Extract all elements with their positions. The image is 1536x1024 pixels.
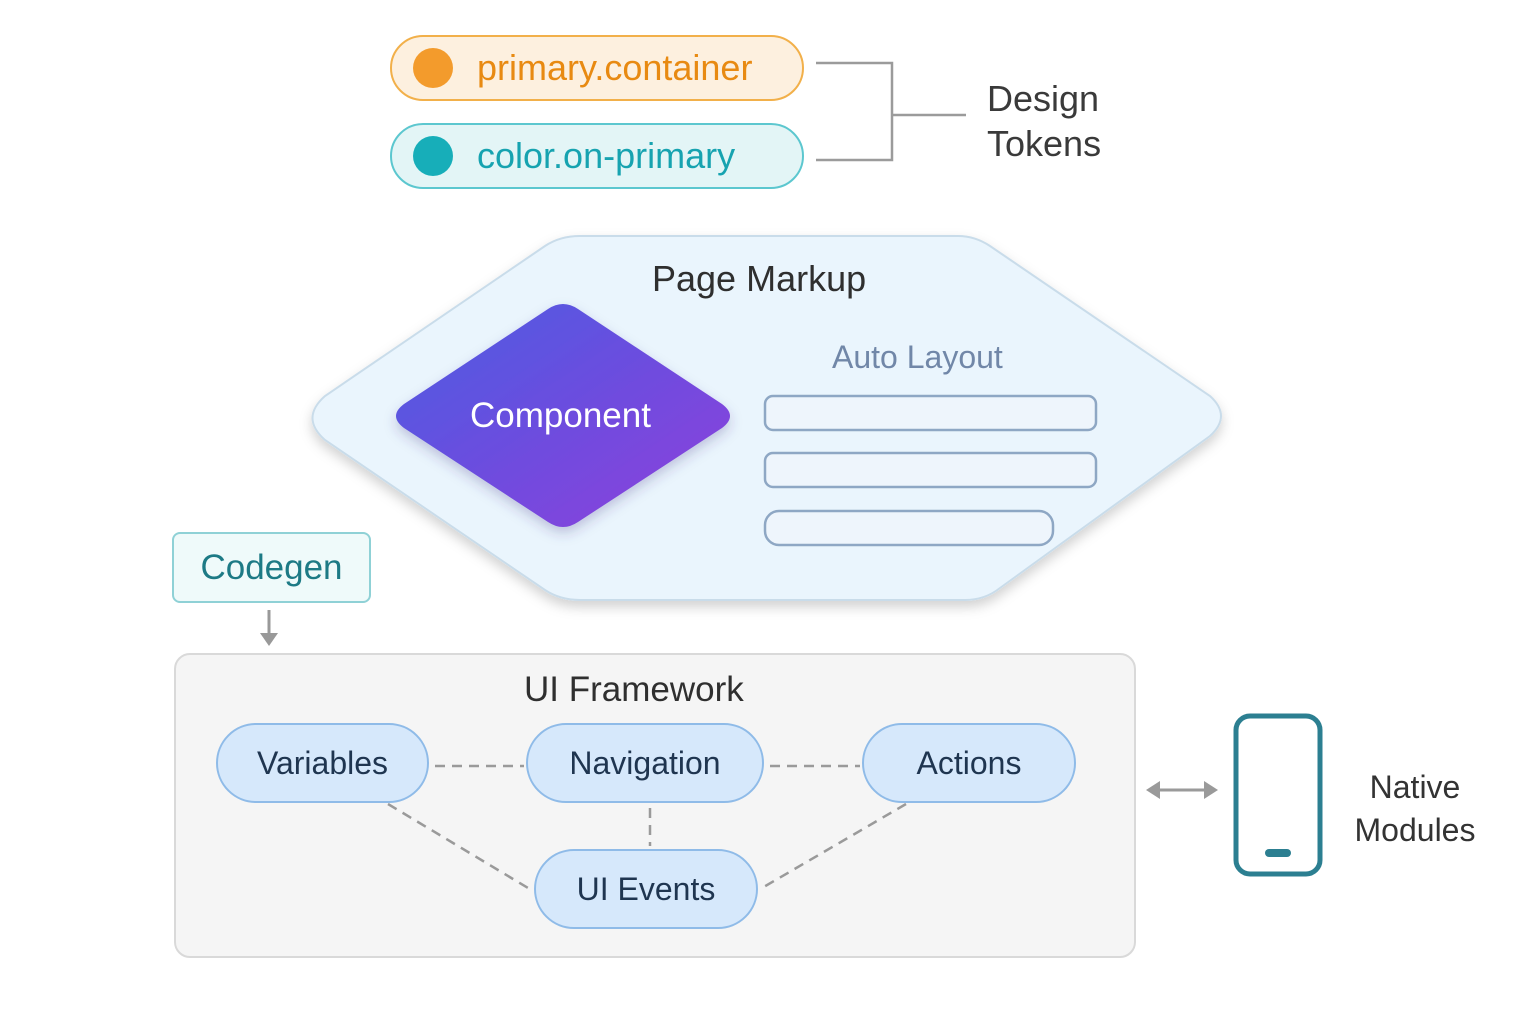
auto-layout-label: Auto Layout [832, 339, 1003, 375]
page-markup-title: Page Markup [652, 258, 867, 299]
connector-variables-events [387, 802, 529, 890]
component-diamond [396, 304, 730, 527]
ui-framework-title: UI Framework [524, 670, 744, 709]
design-tokens-label-line1: Design [987, 78, 1100, 119]
token-label: color.on-primary [477, 135, 736, 176]
variables-node[interactable]: Variables [216, 723, 429, 803]
token-bracket [816, 61, 966, 162]
orange-dot-icon [413, 48, 453, 88]
actions-node[interactable]: Actions [862, 723, 1076, 803]
auto-layout-bar [763, 509, 1055, 547]
codegen-label: Codegen [200, 547, 343, 587]
token-pill-color-on-primary[interactable]: color.on-primary [390, 123, 804, 189]
navigation-label: Navigation [569, 744, 721, 781]
codegen-arrow [260, 610, 278, 646]
component-label[interactable]: Component [470, 396, 651, 435]
variables-label: Variables [256, 744, 389, 781]
native-modules-label-line2: Modules [1354, 812, 1476, 848]
auto-layout-bar [763, 394, 1098, 432]
teal-dot-icon [413, 136, 453, 176]
token-label: primary.container [477, 47, 753, 88]
token-pill-primary-container[interactable]: primary.container [390, 35, 804, 101]
connector-actions-events [761, 802, 907, 890]
design-tokens-label-line2: Tokens [987, 123, 1102, 164]
actions-label: Actions [916, 744, 1022, 781]
ui-events-label: UI Events [576, 870, 716, 907]
bidirectional-arrow [1146, 781, 1218, 799]
mobile-phone-icon [1233, 713, 1323, 877]
navigation-node[interactable]: Navigation [526, 723, 764, 803]
native-modules-label-line1: Native [1369, 769, 1461, 805]
codegen-box[interactable]: Codegen [172, 532, 371, 603]
auto-layout-bar [763, 451, 1098, 489]
ui-events-node[interactable]: UI Events [534, 849, 758, 929]
